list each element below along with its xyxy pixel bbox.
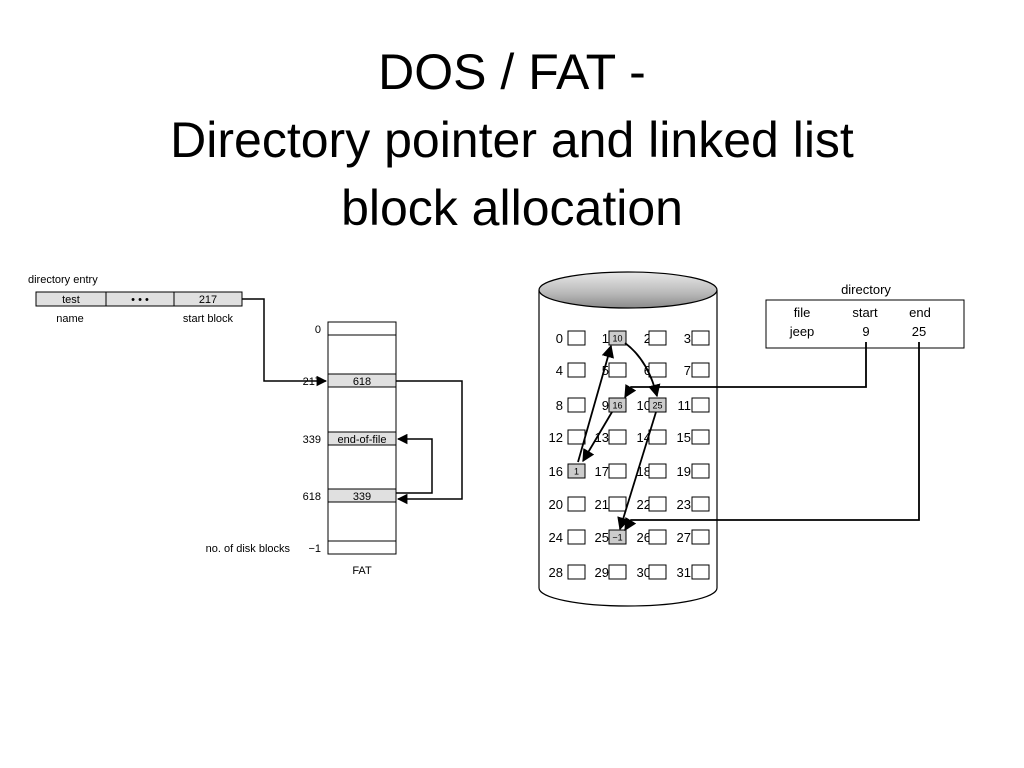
disk-block bbox=[568, 565, 585, 579]
label-name: name bbox=[56, 313, 84, 325]
fat-value-217: 618 bbox=[353, 376, 371, 388]
block-pointer-value: 1 bbox=[574, 467, 579, 477]
directory-cell-file: jeep bbox=[789, 324, 815, 339]
disk-block bbox=[609, 363, 626, 377]
directory-header-file: file bbox=[794, 305, 811, 320]
block-number: 27 bbox=[677, 530, 691, 545]
disk-block bbox=[692, 530, 709, 544]
block-pointer-value: −1 bbox=[612, 533, 622, 543]
block-number: 29 bbox=[595, 565, 609, 580]
block-number: 4 bbox=[556, 363, 563, 378]
block-number: 25 bbox=[595, 530, 609, 545]
block-number: 23 bbox=[677, 497, 691, 512]
disk-block bbox=[692, 331, 709, 345]
fat-index-618: 618 bbox=[303, 491, 321, 503]
disk-block bbox=[692, 464, 709, 478]
disk-block bbox=[609, 464, 626, 478]
directory-entry-caption: directory entry bbox=[28, 274, 98, 286]
disk-block bbox=[649, 464, 666, 478]
arrow-217-to-618 bbox=[396, 381, 462, 499]
block-number: 28 bbox=[549, 565, 563, 580]
disk-block bbox=[649, 565, 666, 579]
disk-cylinder-top bbox=[539, 272, 717, 308]
disk-block bbox=[692, 398, 709, 412]
disk-block bbox=[649, 530, 666, 544]
fat-index-0: 0 bbox=[315, 324, 321, 336]
fat-index-last: −1 bbox=[308, 543, 321, 555]
block-pointer-value: 16 bbox=[612, 401, 622, 411]
directory-cell-end: 25 bbox=[912, 324, 926, 339]
arrow-618-to-339 bbox=[396, 439, 432, 493]
directory-header-start: start bbox=[852, 305, 878, 320]
block-number: 17 bbox=[595, 464, 609, 479]
block-number: 20 bbox=[549, 497, 563, 512]
disk-block bbox=[568, 331, 585, 345]
block-number: 31 bbox=[677, 565, 691, 580]
block-number: 8 bbox=[556, 398, 563, 413]
block-pointer-value: 25 bbox=[652, 401, 662, 411]
block-number: 7 bbox=[684, 363, 691, 378]
label-start-block: start block bbox=[183, 313, 234, 325]
fat-value-618: 339 bbox=[353, 491, 371, 503]
fat-index-217: 217 bbox=[303, 376, 321, 388]
disk-block bbox=[649, 497, 666, 511]
fat-value-339: end-of-file bbox=[338, 434, 387, 446]
block-number: 11 bbox=[678, 398, 692, 413]
entry-cell-start-text: 217 bbox=[199, 294, 217, 306]
block-number: 3 bbox=[684, 331, 691, 346]
label-fat: FAT bbox=[352, 565, 372, 577]
disk-block bbox=[692, 565, 709, 579]
directory-title: directory bbox=[841, 282, 891, 297]
block-number: 1 bbox=[602, 331, 609, 346]
entry-cell-name-text: test bbox=[62, 294, 80, 306]
block-number: 19 bbox=[677, 464, 691, 479]
disk-block bbox=[609, 430, 626, 444]
directory-cell-start: 9 bbox=[862, 324, 869, 339]
disk-block bbox=[568, 363, 585, 377]
disk-block bbox=[609, 497, 626, 511]
block-number: 0 bbox=[556, 331, 563, 346]
disk-block bbox=[568, 530, 585, 544]
block-number: 12 bbox=[549, 430, 563, 445]
block-number: 24 bbox=[549, 530, 563, 545]
block-number: 15 bbox=[677, 430, 691, 445]
fat-row-0 bbox=[328, 322, 396, 335]
disk-block bbox=[649, 331, 666, 345]
disk-block bbox=[649, 363, 666, 377]
fat-index-339: 339 bbox=[303, 434, 321, 446]
block-number: 16 bbox=[549, 464, 563, 479]
entry-cell-dots-text: • • • bbox=[131, 294, 149, 306]
disk-block bbox=[692, 497, 709, 511]
disk-block bbox=[649, 430, 666, 444]
disk-block bbox=[692, 430, 709, 444]
disk-block bbox=[568, 497, 585, 511]
block-number: 9 bbox=[602, 398, 609, 413]
disk-block bbox=[568, 398, 585, 412]
block-pointer-value: 10 bbox=[612, 334, 622, 344]
disk-block bbox=[568, 430, 585, 444]
directory-header-end: end bbox=[909, 305, 931, 320]
fat-row-last bbox=[328, 541, 396, 554]
fat-figure: directory entry test • • • 217 name star… bbox=[28, 274, 462, 577]
disk-block bbox=[609, 565, 626, 579]
label-disk-blocks: no. of disk blocks bbox=[206, 543, 291, 555]
disk-block bbox=[692, 363, 709, 377]
block-number: 21 bbox=[595, 497, 609, 512]
arrow-entry-to-217 bbox=[242, 299, 326, 381]
